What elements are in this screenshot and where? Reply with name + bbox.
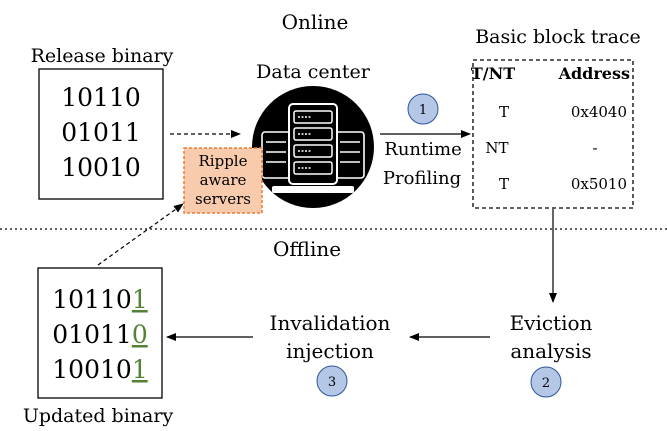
binary-bits: 01011 bbox=[52, 320, 132, 349]
updated-binary-title: Updated binary bbox=[23, 405, 174, 427]
online-label: Online bbox=[282, 10, 349, 34]
added-bit: 1 bbox=[132, 285, 148, 314]
trace-cell-type: T bbox=[499, 103, 509, 121]
ripple-servers-label: servers bbox=[195, 190, 251, 208]
server-rack-icon bbox=[252, 86, 374, 208]
trace-cell-address: - bbox=[592, 139, 597, 157]
added-bit: 1 bbox=[132, 355, 148, 384]
redeploy-arrow bbox=[97, 203, 184, 266]
eviction-analysis-label: Eviction bbox=[510, 311, 593, 335]
ripple-aware-servers-box bbox=[183, 147, 263, 214]
release-binary-line: 01011 bbox=[61, 118, 141, 147]
step-1-number: 1 bbox=[419, 103, 427, 118]
trace-cell-type: T bbox=[499, 175, 509, 193]
trace-cell-type: NT bbox=[485, 139, 508, 157]
updated-binary-line: 010110 bbox=[52, 320, 147, 349]
release-binary-box bbox=[38, 68, 164, 200]
eviction-analysis-label: analysis bbox=[510, 339, 591, 363]
ripple-servers-label: Ripple bbox=[199, 152, 248, 170]
ripple-servers-label: aware bbox=[200, 171, 247, 189]
trace-header-tnt: T/NT bbox=[471, 64, 515, 83]
updated-binary-line: 100101 bbox=[52, 355, 147, 384]
added-bit: 0 bbox=[132, 320, 148, 349]
step-3-circle bbox=[316, 365, 348, 397]
step-2-circle bbox=[530, 366, 562, 398]
trace-cell-address: 0x5010 bbox=[571, 175, 627, 193]
trace-cell-address: 0x4040 bbox=[571, 103, 627, 121]
step-1-circle bbox=[407, 93, 439, 125]
trace-header-address: Address bbox=[558, 64, 630, 83]
offline-label: Offline bbox=[273, 237, 341, 261]
trace-table-box bbox=[472, 59, 634, 209]
binary-bits: 10010 bbox=[52, 355, 132, 384]
release-binary-title: Release binary bbox=[31, 45, 174, 67]
updated-binary-box bbox=[37, 267, 163, 399]
invalidation-injection-label: injection bbox=[286, 339, 374, 363]
step-3-number: 3 bbox=[328, 375, 336, 390]
step-2-number: 2 bbox=[542, 376, 550, 391]
release-binary-line: 10010 bbox=[61, 153, 141, 182]
release-binary-line: 10110 bbox=[61, 83, 141, 112]
binary-bits: 10110 bbox=[52, 285, 132, 314]
invalidation-injection-label: Invalidation bbox=[270, 311, 391, 335]
updated-binary-line: 101101 bbox=[52, 285, 147, 314]
runtime-profiling-label: Runtime bbox=[384, 139, 461, 160]
trace-title: Basic block trace bbox=[475, 26, 641, 48]
data-center-title: Data center bbox=[256, 61, 371, 83]
runtime-profiling-label: Profiling bbox=[383, 168, 461, 189]
